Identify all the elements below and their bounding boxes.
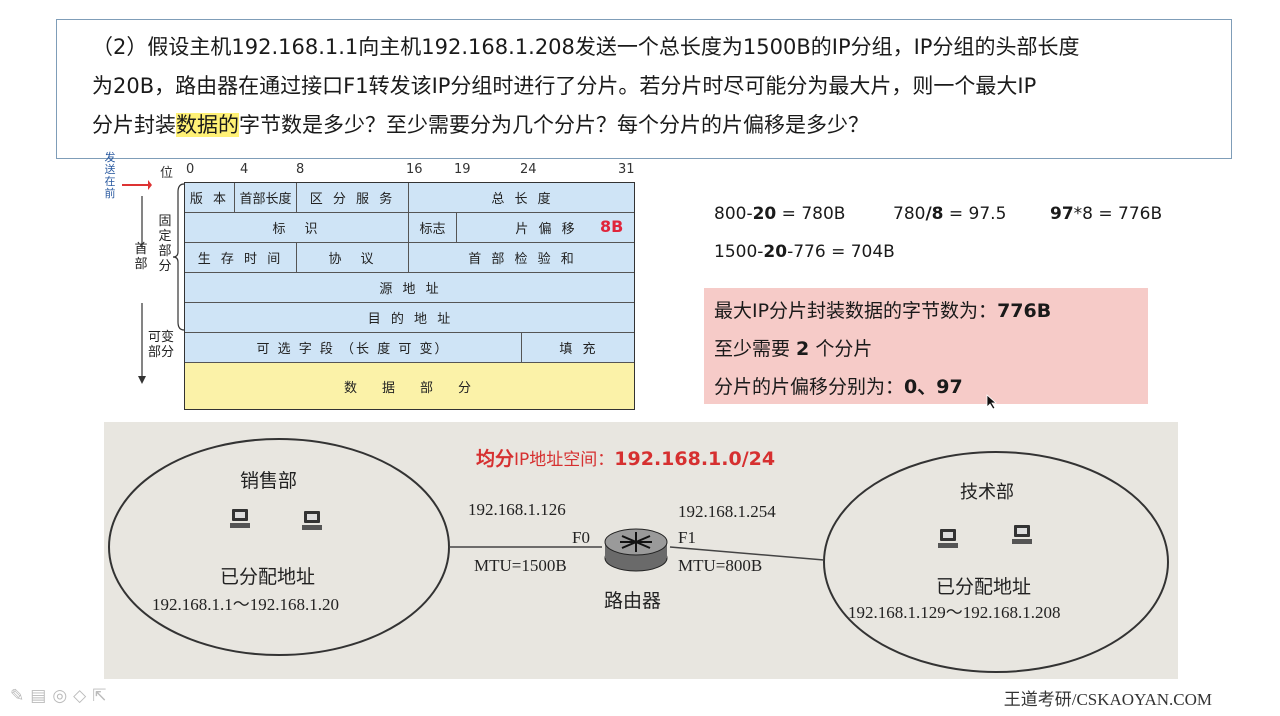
network-lines: [108, 438, 1169, 673]
header-row-4: 源 地 址: [185, 273, 634, 303]
field-protocol: 协 议: [297, 243, 409, 272]
bit-31: 31: [618, 162, 635, 177]
header-row-5: 目 的 地 址: [185, 303, 634, 333]
tech-dept-label: 技术部: [960, 482, 1014, 502]
ip-header-table: 版 本 首部长度 区 分 服 务 总 长 度 标 识 标志 片 偏 移 8B 生…: [184, 182, 635, 410]
field-source-address: 源 地 址: [379, 282, 442, 297]
presentation-toolbar: ✎ ▤ ◎ ◇ ⇱: [10, 686, 106, 706]
field-header-length: 首部长度: [235, 183, 297, 212]
field-padding: 填 充: [559, 342, 599, 357]
sales-assigned-label: 已分配地址: [220, 567, 316, 588]
field-destination-address: 目 的 地 址: [367, 312, 454, 327]
bit-4: 4: [240, 162, 249, 177]
question-box: （2）假设主机192.168.1.1向主机192.168.1.208发送一个总长…: [56, 19, 1232, 159]
field-data: 数 据 部 分: [343, 380, 477, 396]
side-arrows: [122, 180, 152, 384]
variable-part-label: 可变部分: [148, 330, 175, 360]
bit-19: 19: [454, 162, 471, 177]
calc-eq-2: 780/8 = 97.5: [893, 204, 1007, 224]
f0-mtu: MTU=1500B: [474, 556, 567, 575]
field-fragment-offset: 片 偏 移: [515, 222, 578, 237]
ip-header-diagram: 位 0 4 8 16 19 24 31 发送在前 首部 固定部分 可变部分 版 …: [100, 152, 645, 413]
tech-pc-2-icon: [1012, 525, 1032, 544]
f1-ip: 192.168.1.254: [678, 502, 776, 521]
sales-dept-label: 销售部: [240, 471, 298, 492]
tech-pc-1-icon: [938, 529, 958, 548]
data-row: 数 据 部 分: [185, 363, 634, 409]
answer-max-bytes: 最大IP分片封装数据的字节数为：776B: [714, 300, 1052, 322]
bit-0: 0: [186, 162, 195, 177]
answer-min-fragments: 至少需要 2 个分片: [714, 338, 873, 360]
f1-mtu: MTU=800B: [678, 556, 763, 575]
calc-eq-3: 97*8 = 776B: [1050, 204, 1163, 224]
field-checksum: 首 部 检 验 和: [468, 252, 577, 267]
highlighted-text: 数据的: [176, 113, 239, 137]
bit-24: 24: [520, 162, 537, 177]
sales-address-range: 192.168.1.1～192.168.1.20: [152, 595, 339, 614]
router-icon: [604, 528, 668, 572]
tech-assigned-label: 已分配地址: [936, 577, 1032, 598]
question-line-2: 为20B，路由器在通过接口F1转发该IP分组时进行了分片。若分片时尽可能分为最大…: [92, 74, 1037, 98]
header-row-6: 可 选 字 段 （长 度 可 变） 填 充: [185, 333, 634, 363]
note-8b: 8B: [600, 217, 624, 236]
fixed-part-label: 固定部分: [158, 214, 172, 274]
send-first-label: 发送在前: [104, 151, 116, 200]
slides-icon[interactable]: ▤: [30, 686, 47, 706]
bit-label: 位: [160, 166, 174, 181]
header-row-3: 生 存 时 间 协 议 首 部 检 验 和: [185, 243, 634, 273]
answer-box: 最大IP分片封装数据的字节数为：776B 至少需要 2 个分片 分片的片偏移分别…: [704, 288, 1148, 410]
tech-address-range: 192.168.1.129～192.168.1.208: [848, 603, 1061, 622]
question-line-1: （2）假设主机192.168.1.1向主机192.168.1.208发送一个总长…: [92, 35, 1080, 59]
field-ttl: 生 存 时 间: [185, 243, 297, 272]
sales-pc-1-icon: [230, 509, 250, 528]
field-total-length: 总 长 度: [491, 192, 554, 207]
pointer-icon[interactable]: ⇱: [92, 686, 107, 706]
field-options: 可 选 字 段 （长 度 可 变）: [185, 333, 522, 362]
mouse-cursor-icon: [986, 394, 998, 410]
bit-16: 16: [406, 162, 423, 177]
f0-label: F0: [572, 528, 590, 547]
sales-pc-2-icon: [302, 511, 322, 530]
field-dsfield: 区 分 服 务: [297, 183, 409, 212]
field-version: 版 本: [185, 183, 235, 212]
bit-8: 8: [296, 162, 305, 177]
network-title: 均分IP地址空间：192.168.1.0/24: [476, 448, 776, 470]
header-label: 首部: [134, 242, 148, 272]
calc-eq-4: 1500-20-776 = 704B: [714, 242, 895, 262]
zoom-icon[interactable]: ◎: [52, 686, 68, 706]
header-row-1: 版 本 首部长度 区 分 服 务 总 长 度: [185, 183, 634, 213]
question-line-3: 分片封装数据的字节数是多少？至少需要分为几个分片？每个分片的片偏移是多少？: [92, 113, 869, 137]
field-identification: 标 识: [185, 213, 409, 242]
calc-eq-1: 800-20 = 780B: [714, 204, 846, 224]
answer-offsets: 分片的片偏移分别为：0、97: [714, 376, 963, 398]
f1-label: F1: [678, 528, 696, 547]
header-row-2: 标 识 标志 片 偏 移 8B: [185, 213, 634, 243]
footer-brand: 王道考研/CSKAOYAN.COM: [1003, 690, 1212, 709]
f0-ip: 192.168.1.126: [468, 500, 566, 519]
network-diagram: 均分IP地址空间：192.168.1.0/24 销售部 已分配地址 192.16…: [104, 422, 1178, 679]
pen-icon[interactable]: ✎: [10, 686, 25, 706]
field-flags: 标志: [409, 213, 457, 242]
router-label: 路由器: [604, 591, 662, 612]
fixed-brace: [172, 183, 185, 331]
eraser-icon[interactable]: ◇: [73, 686, 87, 706]
